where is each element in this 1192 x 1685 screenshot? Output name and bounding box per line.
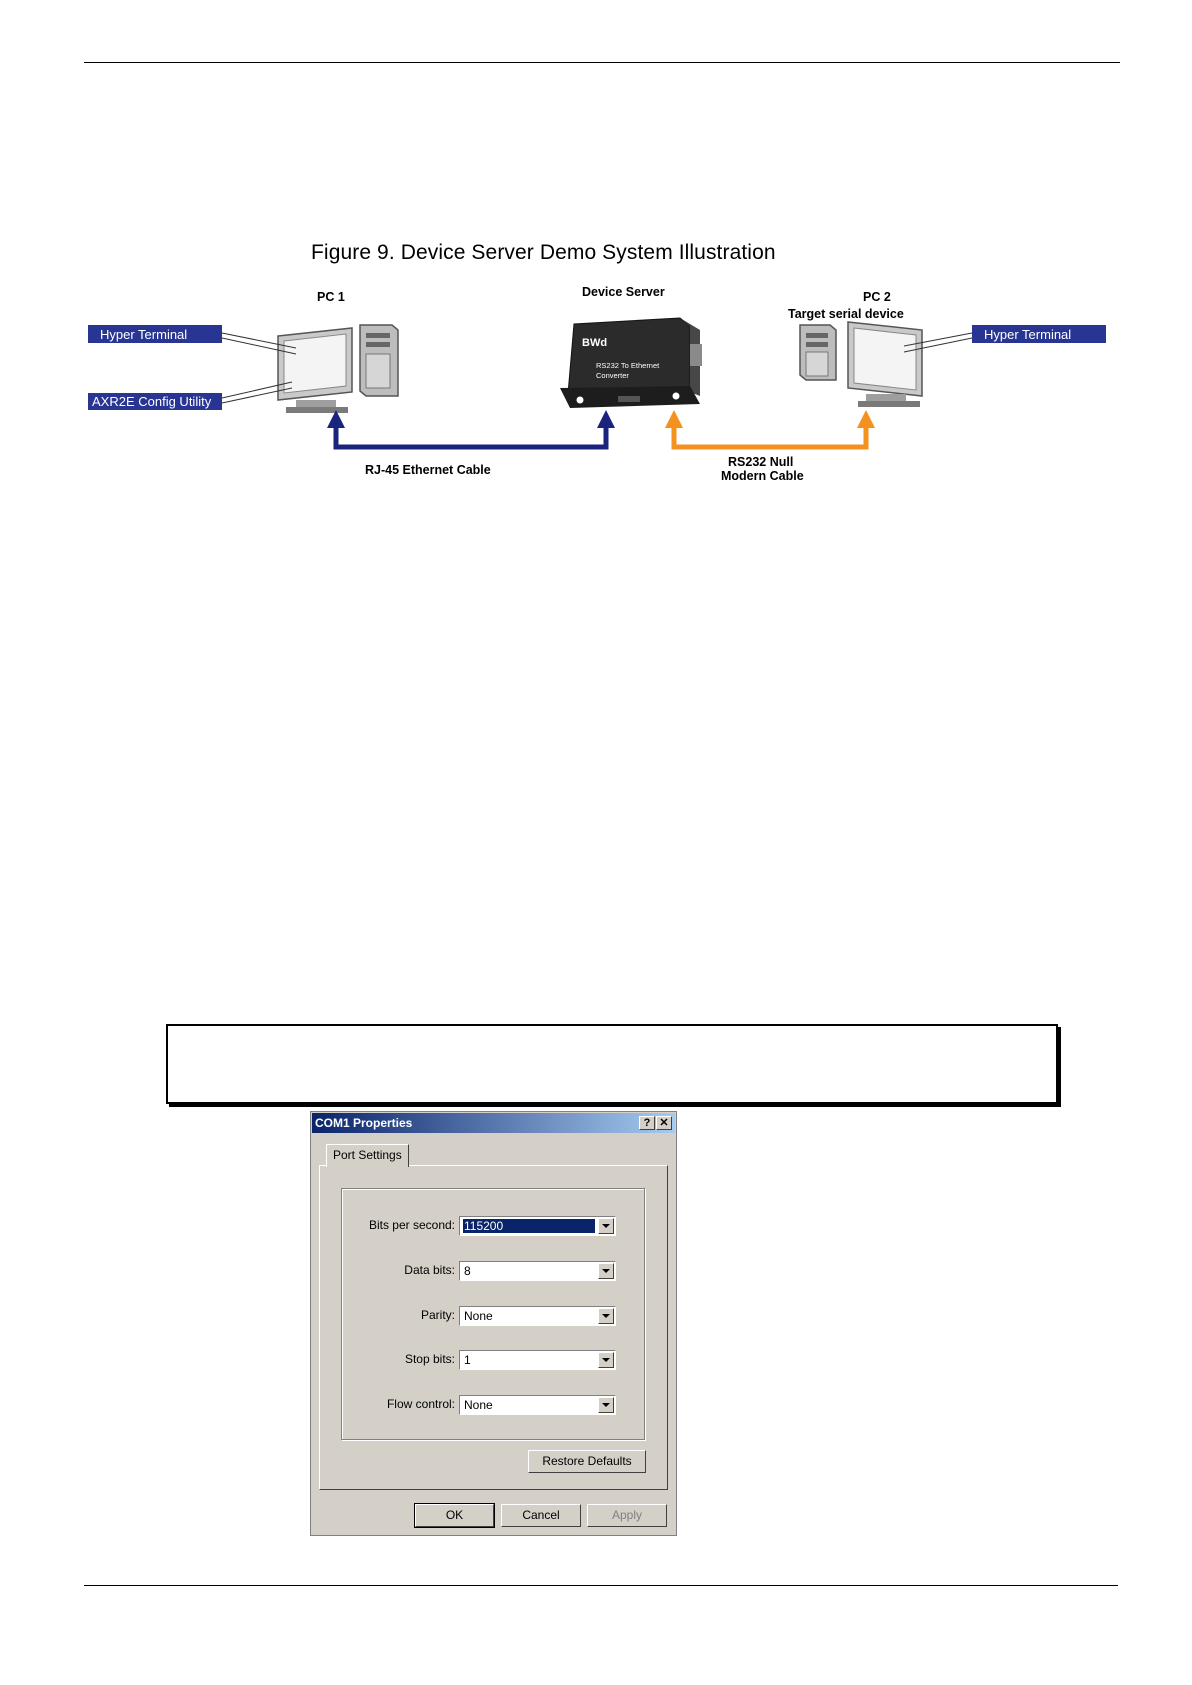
config-utility-tag: AXR2E Config Utility	[88, 381, 293, 410]
bits-per-second-select[interactable]: 115200	[459, 1216, 616, 1236]
tab-panel	[319, 1165, 668, 1490]
hyper-terminal-right-tag: Hyper Terminal	[903, 325, 1106, 353]
chevron-down-icon[interactable]	[598, 1352, 614, 1368]
device-server-label: Device Server	[582, 285, 665, 299]
flow-control-label: Flow control:	[386, 1397, 455, 1411]
header-rule	[84, 62, 1120, 63]
com1-properties-dialog: COM1 Properties ? ✕ Port Settings Bits p…	[310, 1111, 677, 1536]
pc1-label: PC 1	[317, 290, 345, 304]
rs232-label-line1: RS232 Null	[728, 455, 793, 469]
chevron-down-icon[interactable]	[598, 1308, 614, 1324]
chevron-down-icon[interactable]	[598, 1218, 614, 1234]
figure-caption: Figure 9. Device Server Demo System Illu…	[311, 241, 776, 264]
pc1-tower	[359, 324, 399, 397]
help-button[interactable]: ?	[639, 1116, 655, 1130]
pc2-tower	[799, 324, 837, 381]
parity-label: Parity:	[420, 1308, 455, 1322]
ok-button[interactable]: OK	[414, 1503, 495, 1528]
dialog-title: COM1 Properties	[315, 1116, 413, 1130]
flow-control-select[interactable]: None	[459, 1395, 616, 1415]
port-settings-group	[341, 1188, 645, 1440]
note-box	[166, 1024, 1058, 1104]
parity-value: None	[464, 1309, 493, 1323]
ethernet-cable-label: RJ-45 Ethernet Cable	[365, 463, 491, 477]
chevron-down-icon[interactable]	[598, 1397, 614, 1413]
rs232-cable	[665, 410, 875, 450]
target-serial-device-label: Target serial device	[788, 307, 904, 321]
data-bits-select[interactable]: 8	[459, 1261, 616, 1281]
device-server-unit: BWd RS232 To Ethernet Converter	[560, 317, 702, 408]
parity-select[interactable]: None	[459, 1306, 616, 1326]
converter-brand: BWd	[582, 337, 607, 349]
restore-defaults-button[interactable]: Restore Defaults	[528, 1450, 646, 1473]
stop-bits-label: Stop bits:	[404, 1352, 455, 1366]
svg-text:AXR2E Config Utility: AXR2E Config Utility	[92, 394, 212, 409]
converter-label-line1: RS232 To Ethernet	[596, 361, 660, 370]
chevron-down-icon[interactable]	[598, 1263, 614, 1279]
cancel-button[interactable]: Cancel	[501, 1504, 581, 1527]
converter-label-line2: Converter	[596, 371, 629, 380]
apply-button[interactable]: Apply	[587, 1504, 667, 1527]
ethernet-cable	[327, 410, 615, 450]
pc2-label: PC 2	[863, 290, 891, 304]
tab-port-settings[interactable]: Port Settings	[326, 1144, 409, 1167]
svg-text:Hyper Terminal: Hyper Terminal	[984, 327, 1071, 342]
dialog-titlebar[interactable]: COM1 Properties ? ✕	[312, 1113, 675, 1133]
pc1-monitor	[277, 327, 353, 413]
hyper-terminal-left-tag: Hyper Terminal	[88, 325, 297, 355]
rs232-label-line2: Modern Cable	[721, 469, 804, 483]
system-illustration: BWd RS232 To Ethernet Converter Hyper Te…	[88, 285, 1106, 483]
footer-rule	[84, 1585, 1118, 1586]
close-button[interactable]: ✕	[656, 1116, 672, 1130]
flow-control-value: None	[464, 1398, 493, 1412]
stop-bits-value: 1	[464, 1353, 471, 1367]
data-bits-value: 8	[464, 1264, 471, 1278]
bits-per-second-label: Bits per second:	[368, 1218, 455, 1232]
bits-per-second-value: 115200	[463, 1219, 595, 1233]
stop-bits-select[interactable]: 1	[459, 1350, 616, 1370]
data-bits-label: Data bits:	[404, 1263, 455, 1277]
svg-text:Hyper Terminal: Hyper Terminal	[100, 327, 187, 342]
pc2-monitor	[847, 321, 923, 407]
